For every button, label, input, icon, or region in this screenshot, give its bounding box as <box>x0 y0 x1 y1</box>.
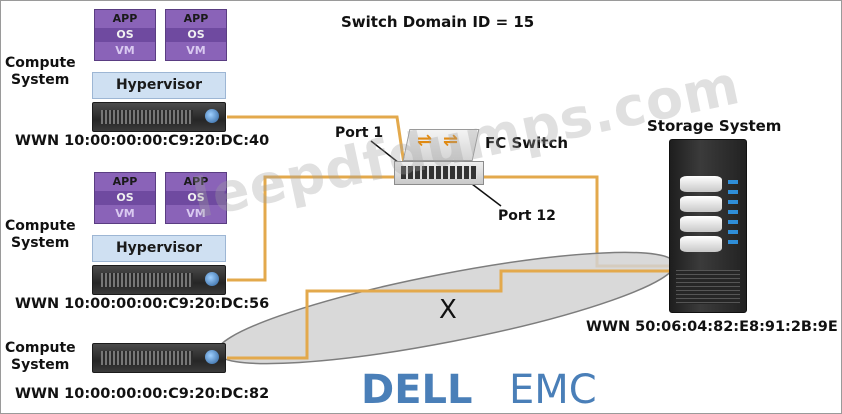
vm-vm-label: VM <box>186 207 206 220</box>
compute-wwn: WWN 10:00:00:00:C9:20:DC:40 <box>15 133 270 149</box>
server-chassis <box>92 265 226 295</box>
compute-label-line1: Compute <box>5 55 76 71</box>
vm-app-label: APP <box>112 12 138 25</box>
dell-emc-logo: DELL EMC <box>361 367 597 409</box>
vm-vm-label: VM <box>115 207 135 220</box>
server-grill <box>101 351 193 365</box>
vm-app-label: APP <box>183 12 209 25</box>
switch-ports <box>401 166 477 179</box>
vm-os-label: OS <box>166 28 226 42</box>
status-led <box>728 210 738 214</box>
server-chassis <box>92 102 226 132</box>
compute-system-label: Compute System <box>5 340 76 374</box>
status-led <box>728 230 738 234</box>
port-12-label: Port 12 <box>498 208 556 224</box>
vm-os-label: OS <box>166 191 226 205</box>
vm-stack: APP OS VM <box>94 9 156 61</box>
hypervisor-layer: Hypervisor <box>92 235 226 262</box>
status-led <box>728 180 738 184</box>
vm-app-label: APP <box>112 175 138 188</box>
port1-pointer <box>370 140 400 164</box>
storage-system-label: Storage System <box>647 117 782 135</box>
fc-switch-label: FC Switch <box>485 134 569 152</box>
port-1-label: Port 1 <box>335 125 384 141</box>
disk-drive <box>680 196 722 212</box>
status-led <box>728 240 738 244</box>
cable-cs2-switch <box>227 175 394 282</box>
logo-dell: DELL <box>361 367 473 409</box>
arrow-right-icon: ⇌ <box>443 130 459 151</box>
compute-label-line2: System <box>11 235 70 251</box>
server-chassis <box>92 343 226 373</box>
blocked-path-mark: X <box>439 295 457 325</box>
server-grill <box>101 273 193 287</box>
disk-drive <box>680 176 722 192</box>
compute-label-line2: System <box>11 357 70 373</box>
vm-vm-label: VM <box>186 44 206 57</box>
server-power-icon <box>205 109 219 123</box>
fc-switch-icon <box>394 161 484 185</box>
vm-stack: APP OS VM <box>165 9 227 61</box>
vm-stack: APP OS VM <box>165 172 227 224</box>
storage-wwn: WWN 50:06:04:82:E8:91:2B:9E <box>586 319 838 335</box>
arrow-left-icon: ⇌ <box>417 130 433 151</box>
port12-pointer <box>471 183 502 207</box>
cable-cs3-storage <box>227 269 671 360</box>
disk-drive <box>680 216 722 232</box>
storage-vent <box>676 270 740 304</box>
vm-os-label: OS <box>95 191 155 205</box>
cable-cs1-port1 <box>227 115 406 165</box>
disk-drive <box>680 236 722 252</box>
switch-domain-title: Switch Domain ID = 15 <box>341 13 535 31</box>
status-led <box>728 220 738 224</box>
storage-array-icon <box>669 139 747 313</box>
vm-vm-label: VM <box>115 44 135 57</box>
vm-app-label: APP <box>183 175 209 188</box>
server-power-icon <box>205 350 219 364</box>
status-led <box>728 190 738 194</box>
server-grill <box>101 110 193 124</box>
compute-wwn: WWN 10:00:00:00:C9:20:DC:56 <box>15 296 270 312</box>
compute-wwn: WWN 10:00:00:00:C9:20:DC:82 <box>15 386 270 402</box>
vm-os-label: OS <box>95 28 155 42</box>
compute-system-label: Compute System <box>5 218 76 252</box>
compute-label-line2: System <box>11 72 70 88</box>
server-power-icon <box>205 272 219 286</box>
logo-emc: EMC <box>509 367 597 409</box>
compute-system-label: Compute System <box>5 55 76 89</box>
hypervisor-layer: Hypervisor <box>92 72 226 99</box>
status-led <box>728 200 738 204</box>
vm-stack: APP OS VM <box>94 172 156 224</box>
compute-label-line1: Compute <box>5 340 76 356</box>
compute-label-line1: Compute <box>5 218 76 234</box>
